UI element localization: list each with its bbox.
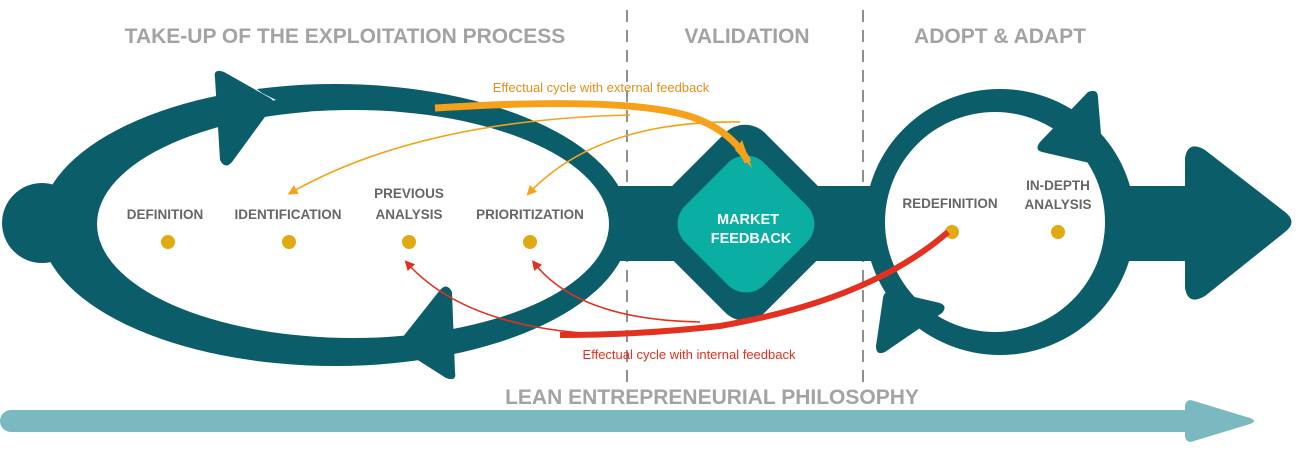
phase-validation-heading: VALIDATION xyxy=(684,25,809,48)
exploitation-cycle xyxy=(40,70,630,380)
stage-previous-analysis: ANALYSIS xyxy=(375,207,442,222)
external-feedback-caption: Effectual cycle with external feedback xyxy=(493,80,710,95)
market-feedback-node: MARKET FEEDBACK xyxy=(646,124,844,321)
cycle-arrowhead-icon xyxy=(214,70,274,166)
philosophy-arrow xyxy=(0,400,1254,442)
internal-feedback-caption: Effectual cycle with internal feedback xyxy=(583,347,796,362)
internal-feedback-arrows: Effectual cycle with internal feedback xyxy=(404,229,950,362)
philosophy-label: LEAN ENTREPRENEURIAL PHILOSOPHY xyxy=(505,386,919,409)
stage-indepth: IN-DEPTH xyxy=(1026,178,1090,193)
stage-redefinition: REDEFINITION xyxy=(902,196,997,211)
stage-previous: PREVIOUS xyxy=(374,186,444,201)
stage-definition: DEFINITION xyxy=(127,207,204,222)
stage-identification: IDENTIFICATION xyxy=(235,207,342,222)
stage-dots xyxy=(161,225,1065,249)
feedback-label: FEEDBACK xyxy=(711,231,792,247)
external-feedback-arrows: Effectual cycle with external feedback xyxy=(287,80,752,196)
phase-takeup-heading: TAKE-UP OF THE EXPLOITATION PROCESS xyxy=(125,25,566,48)
cycle-arrowhead-icon xyxy=(1037,90,1103,165)
adopt-cycle xyxy=(865,89,1135,355)
phase-adopt-heading: ADOPT & ADAPT xyxy=(914,25,1086,48)
stage-indepth-analysis: ANALYSIS xyxy=(1024,197,1091,212)
market-label: MARKET xyxy=(717,212,779,228)
cycle-arrowhead-icon xyxy=(876,291,945,354)
cycle-arrowhead-icon xyxy=(398,286,456,380)
stage-prioritization: PRIORITIZATION xyxy=(476,207,584,222)
